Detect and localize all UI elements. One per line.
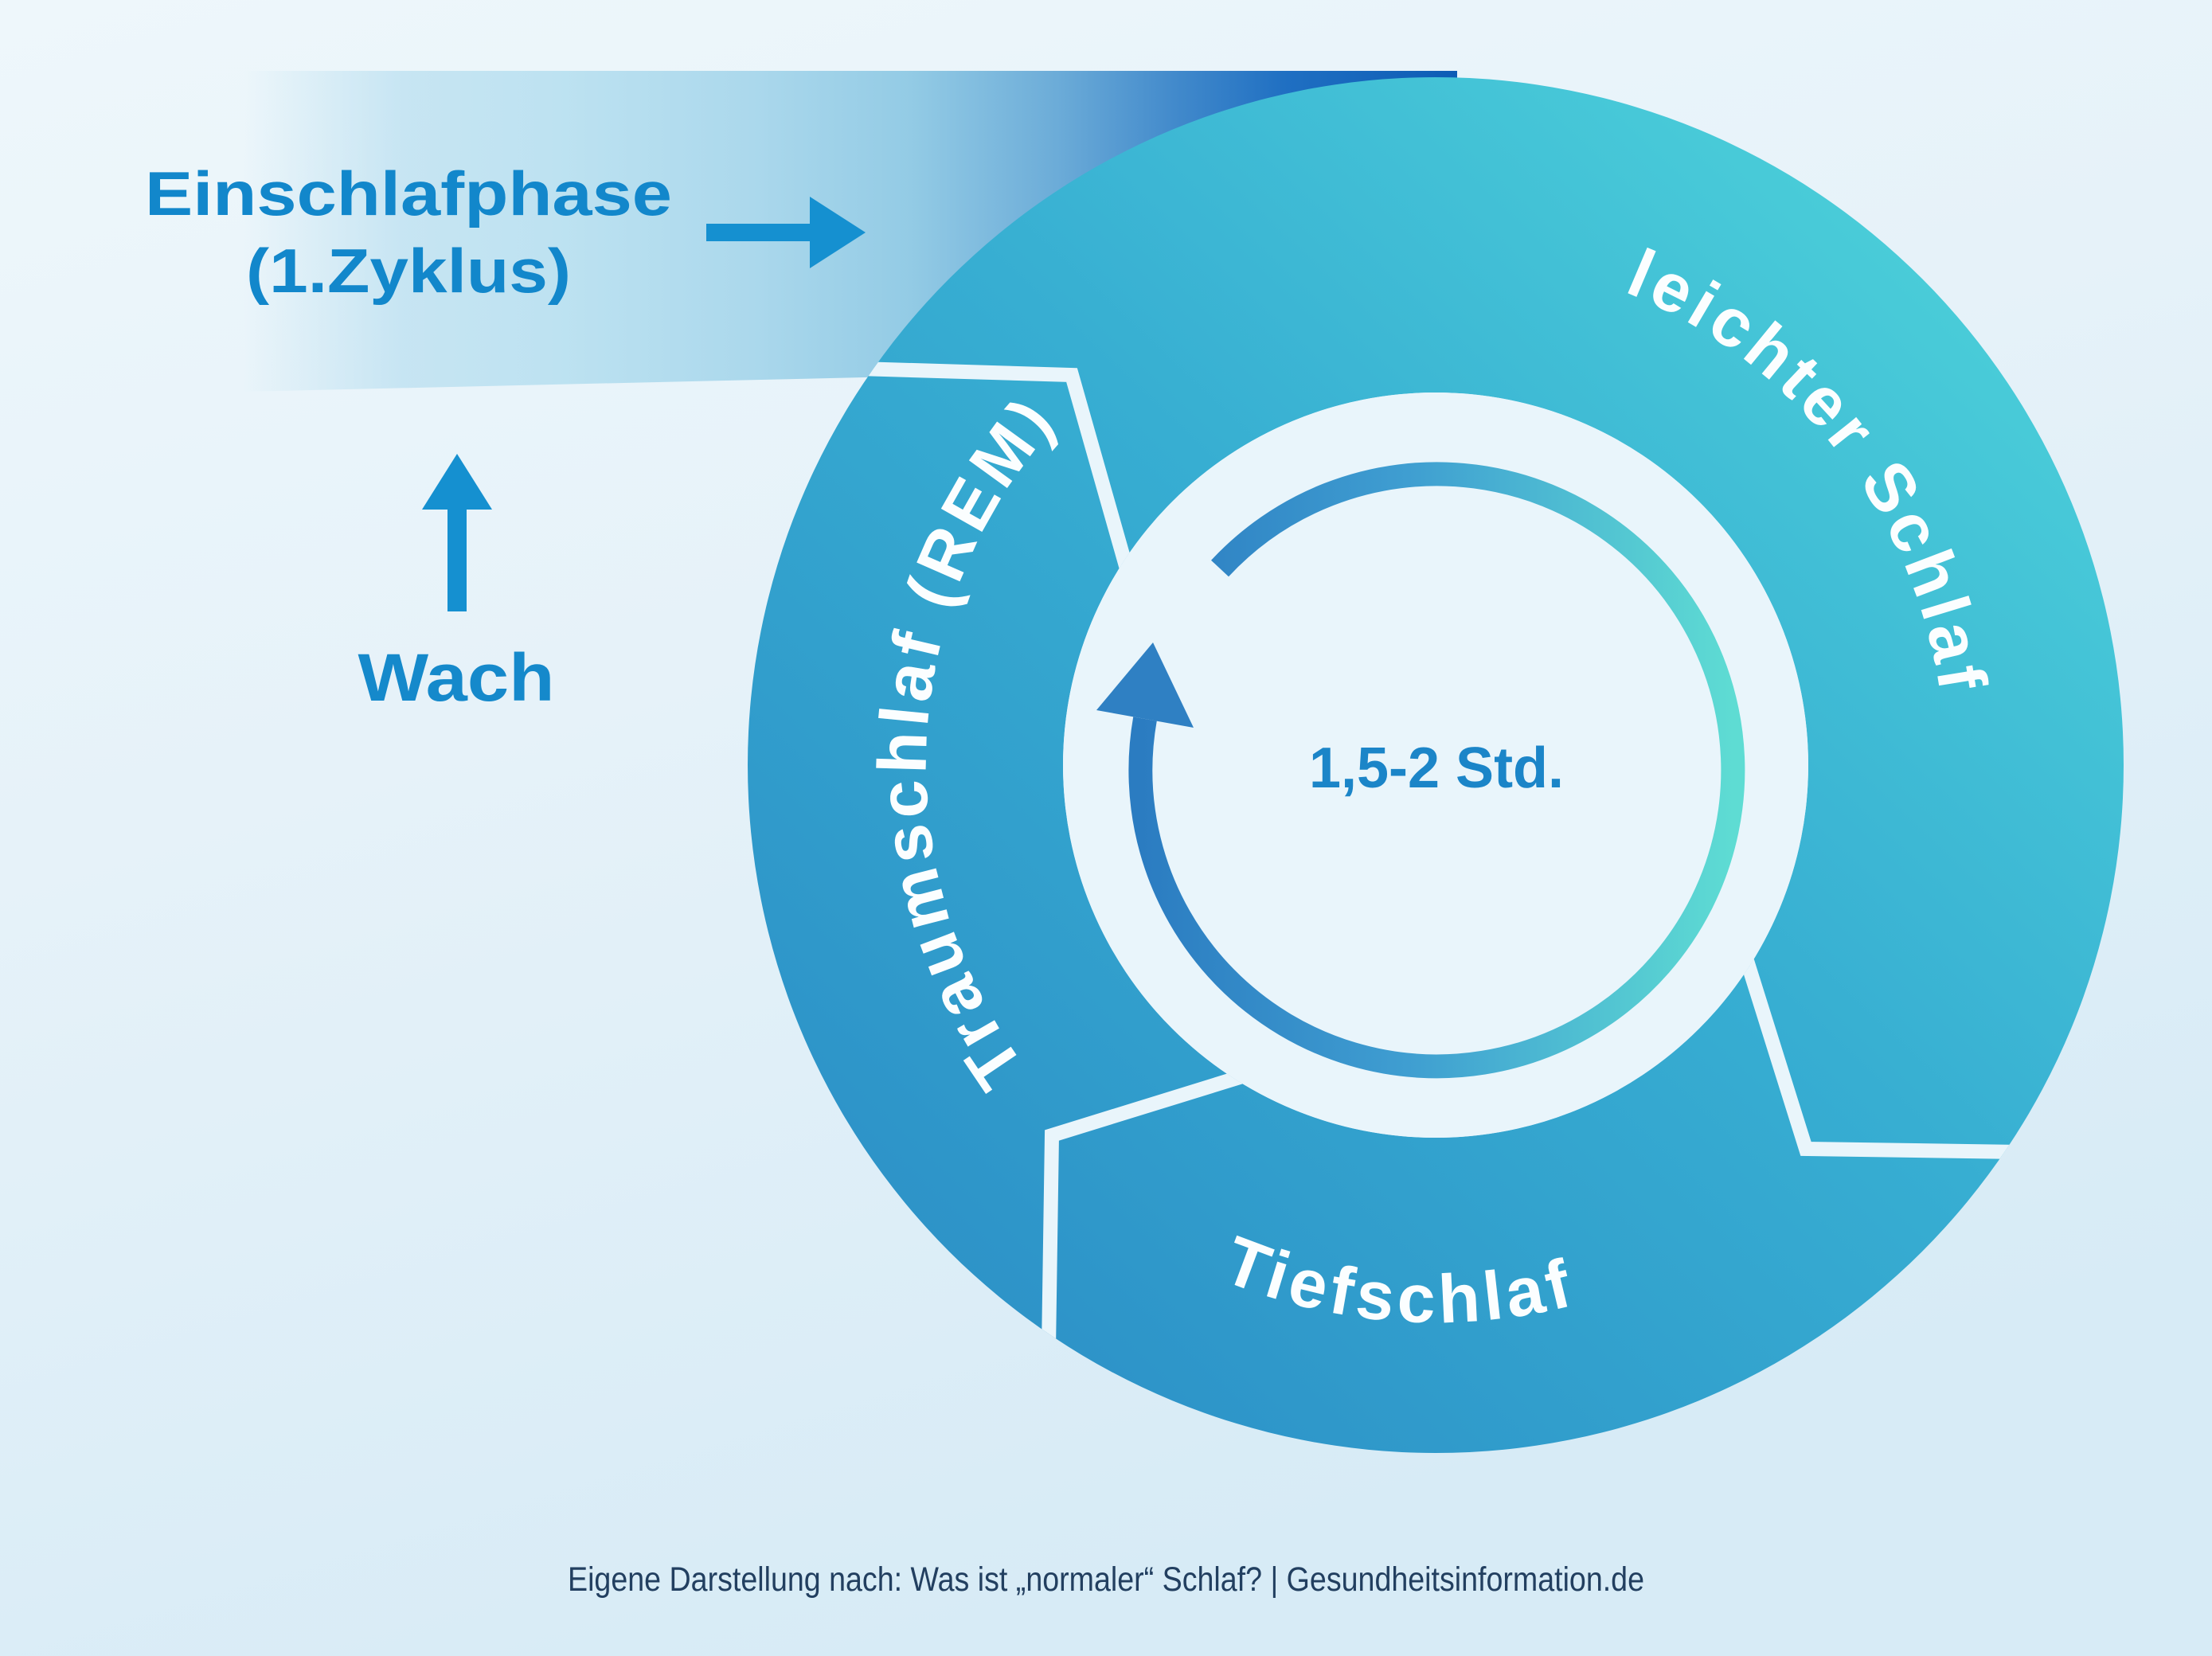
wach-label: Wach (358, 640, 555, 715)
segment-separator-chevron-bottom-left (1042, 1067, 1253, 1350)
title-line-2: (1.Zyklus) (246, 236, 571, 306)
up-arrow-icon (422, 454, 492, 611)
title: Einschlafphase (1.Zyklus) (145, 158, 672, 306)
segment-separators (858, 361, 2021, 1350)
segment-separator-chevron-top (858, 361, 1136, 580)
cycle-duration-label: 1,5-2 Std. (1309, 736, 1564, 800)
title-line-1: Einschlafphase (145, 158, 672, 228)
right-arrow-icon (706, 197, 866, 268)
cycle-arrow-icon (1096, 462, 1745, 1079)
segment-separator-chevron-bottom-right (1737, 948, 2021, 1159)
ring-hole (1063, 393, 1808, 1138)
footer-caption: Eigene Darstellung nach: Was ist „normal… (568, 1560, 1644, 1599)
